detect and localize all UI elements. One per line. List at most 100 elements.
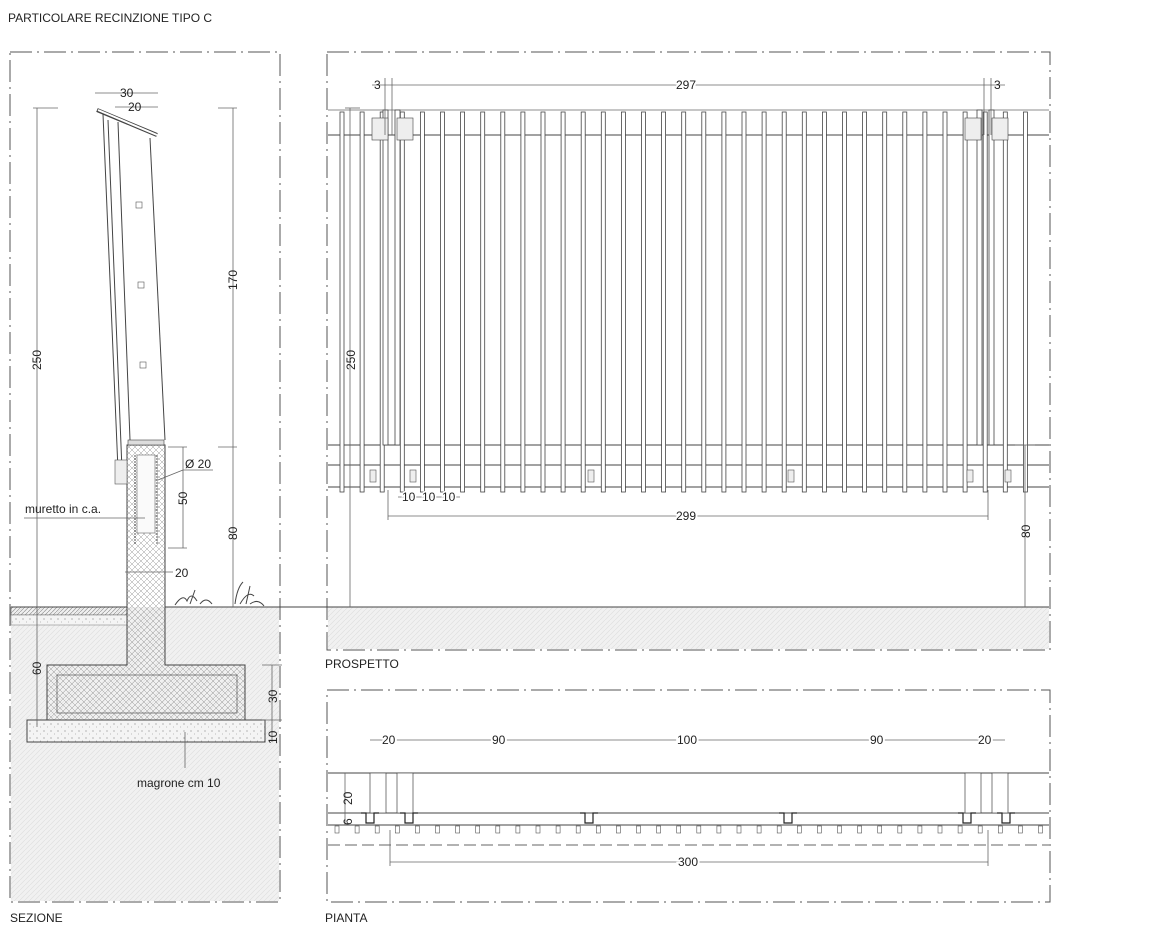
plan-bar	[435, 825, 440, 834]
plan-post-plate	[964, 772, 982, 814]
fence-bar	[480, 111, 486, 493]
fence-bar	[419, 111, 425, 493]
fence-bar	[741, 111, 747, 493]
plan-post-plate	[369, 772, 387, 814]
elevation-label: PROSPETTO	[325, 657, 399, 671]
fence-bar	[1023, 111, 1028, 493]
plan-bar	[575, 825, 581, 834]
fence-bar	[460, 111, 466, 493]
fence-bar	[520, 111, 526, 493]
plan-bracket	[361, 812, 379, 824]
dim-blinding-height: 10	[266, 730, 280, 744]
dim-panel-height: 170	[226, 270, 240, 290]
plan-post-plate	[396, 772, 414, 814]
dim-plan-total: 300	[678, 855, 698, 869]
dim-total-height: 250	[30, 350, 44, 370]
dim-panel-width: 297	[676, 78, 696, 92]
fence-bar	[681, 111, 687, 493]
plan-bar	[897, 825, 903, 834]
fence-post	[394, 109, 401, 446]
plan-bar	[415, 825, 420, 834]
plan-bar	[877, 825, 883, 834]
dim-plan-seg-1: 20	[382, 733, 396, 747]
section-label: SEZIONE	[10, 911, 63, 925]
dim-foundation-depth: 60	[30, 661, 44, 675]
dim-elevation-wall-height: 80	[1019, 524, 1033, 538]
plan-bar	[374, 825, 380, 834]
plan-bracket	[997, 812, 1015, 824]
elevation-frame	[326, 51, 1051, 651]
plan-bar	[917, 825, 923, 834]
dim-plan-seg-4: 90	[870, 733, 884, 747]
fence-bar	[842, 111, 847, 493]
fence-post	[382, 109, 389, 446]
plan-bar	[776, 825, 782, 834]
anchor-plate	[587, 469, 595, 483]
plan-bar	[756, 825, 762, 834]
fence-bar	[962, 111, 968, 493]
fence-bar	[1002, 111, 1008, 493]
section-frame	[9, 51, 281, 903]
dim-right-gap: 3	[994, 78, 1001, 92]
plan-bar	[716, 825, 722, 834]
plan-bar	[475, 825, 481, 834]
plan-bar	[495, 825, 501, 834]
fence-bar	[982, 111, 988, 493]
plan-bar	[515, 825, 521, 834]
dim-plan-seg-5: 20	[978, 733, 992, 747]
fence-bar	[701, 111, 707, 493]
plan-bar	[616, 825, 621, 834]
plan-bar	[1018, 825, 1023, 834]
note-blinding: magrone cm 10	[137, 776, 221, 790]
plan-bar	[796, 825, 802, 834]
plan-post-plate	[991, 772, 1009, 814]
anchor-plate	[966, 469, 974, 483]
dim-plan-seg-3: 100	[677, 733, 697, 747]
fence-bar	[661, 111, 666, 493]
plan-bracket	[580, 812, 598, 824]
anchor-plate	[1004, 469, 1012, 483]
plan-bar	[595, 825, 601, 834]
plan-bar	[656, 825, 661, 834]
plan-bar	[394, 825, 400, 834]
fence-post	[976, 109, 983, 446]
fence-bar	[621, 111, 626, 493]
fence-bar	[641, 111, 646, 493]
dim-rail-length: 299	[676, 509, 696, 523]
anchor-plate	[787, 469, 795, 483]
fence-bar	[440, 111, 445, 493]
fence-bar	[902, 111, 908, 493]
plan-bar	[1038, 825, 1043, 834]
plan-bar	[334, 825, 340, 834]
plan-bar	[676, 825, 682, 834]
fence-bar	[942, 111, 948, 493]
plan-label: PIANTA	[325, 911, 367, 925]
plan-frame	[326, 689, 1051, 903]
fence-bar	[721, 111, 727, 493]
plan-bracket	[779, 812, 797, 824]
plan-bar	[977, 825, 983, 834]
plan-bracket	[400, 812, 418, 824]
fence-bar	[560, 111, 566, 493]
dim-wall-thickness: 20	[175, 566, 189, 580]
fence-post	[988, 109, 995, 446]
dim-plan-offset: 6	[341, 818, 355, 825]
plan-bar	[837, 825, 842, 834]
plan-bracket	[958, 812, 976, 824]
dim-bar-spacing-3: 10	[442, 490, 456, 504]
plan-bar	[696, 825, 702, 834]
dim-wall-height: 80	[226, 526, 240, 540]
plan-bar	[555, 825, 561, 834]
fence-bar	[600, 111, 606, 493]
plan-bar	[817, 825, 822, 834]
plan-view: 20 90 100 90 20 20 6 300	[328, 731, 1049, 871]
fence-bar	[399, 111, 405, 493]
fence-bar	[339, 111, 345, 493]
plan-bar	[535, 825, 541, 834]
plan-bar	[636, 825, 641, 834]
fence-bar	[500, 111, 506, 493]
drawing-title: PARTICOLARE RECINZIONE TIPO C	[8, 11, 212, 25]
dim-bar-spacing-2: 10	[422, 490, 436, 504]
dim-footing-height: 30	[266, 689, 280, 703]
